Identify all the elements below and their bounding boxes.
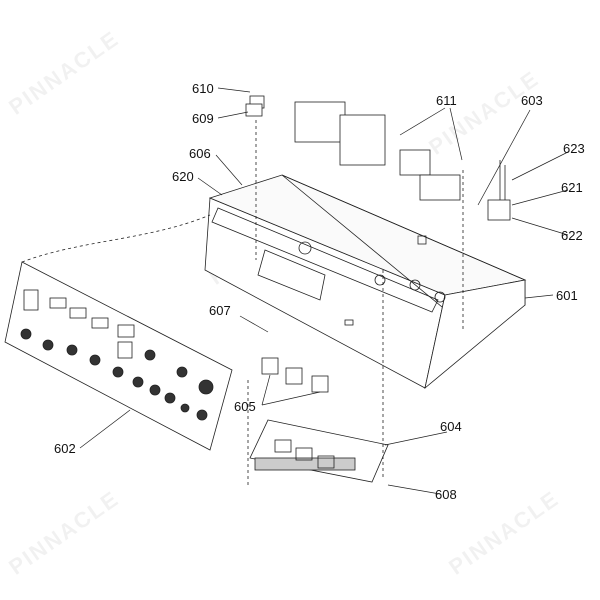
part-label-621: 621 — [561, 180, 583, 195]
part-label-607: 607 — [209, 303, 231, 318]
part-label-605: 605 — [234, 399, 256, 414]
part-label-611: 611 — [436, 93, 457, 108]
part-label-601: 601 — [556, 288, 578, 303]
leader-lines — [79, 87, 569, 495]
din-rail-components — [245, 95, 511, 221]
part-label-608: 608 — [435, 487, 457, 502]
relays-605 — [261, 357, 329, 393]
front-panel-602 — [4, 261, 233, 451]
assembly-lines — [21, 120, 464, 488]
chassis-601 — [204, 174, 527, 390]
part-label-609: 609 — [192, 111, 214, 126]
part-label-620: 620 — [172, 169, 194, 184]
part-label-622: 622 — [561, 228, 583, 243]
part-label-606: 606 — [189, 146, 211, 161]
part-label-623: 623 — [563, 141, 585, 156]
circuit-board-604 — [249, 419, 389, 483]
part-label-602: 602 — [54, 441, 76, 456]
part-label-610: 610 — [192, 81, 214, 96]
part-label-604: 604 — [440, 419, 462, 434]
part-label-603: 603 — [521, 93, 543, 108]
